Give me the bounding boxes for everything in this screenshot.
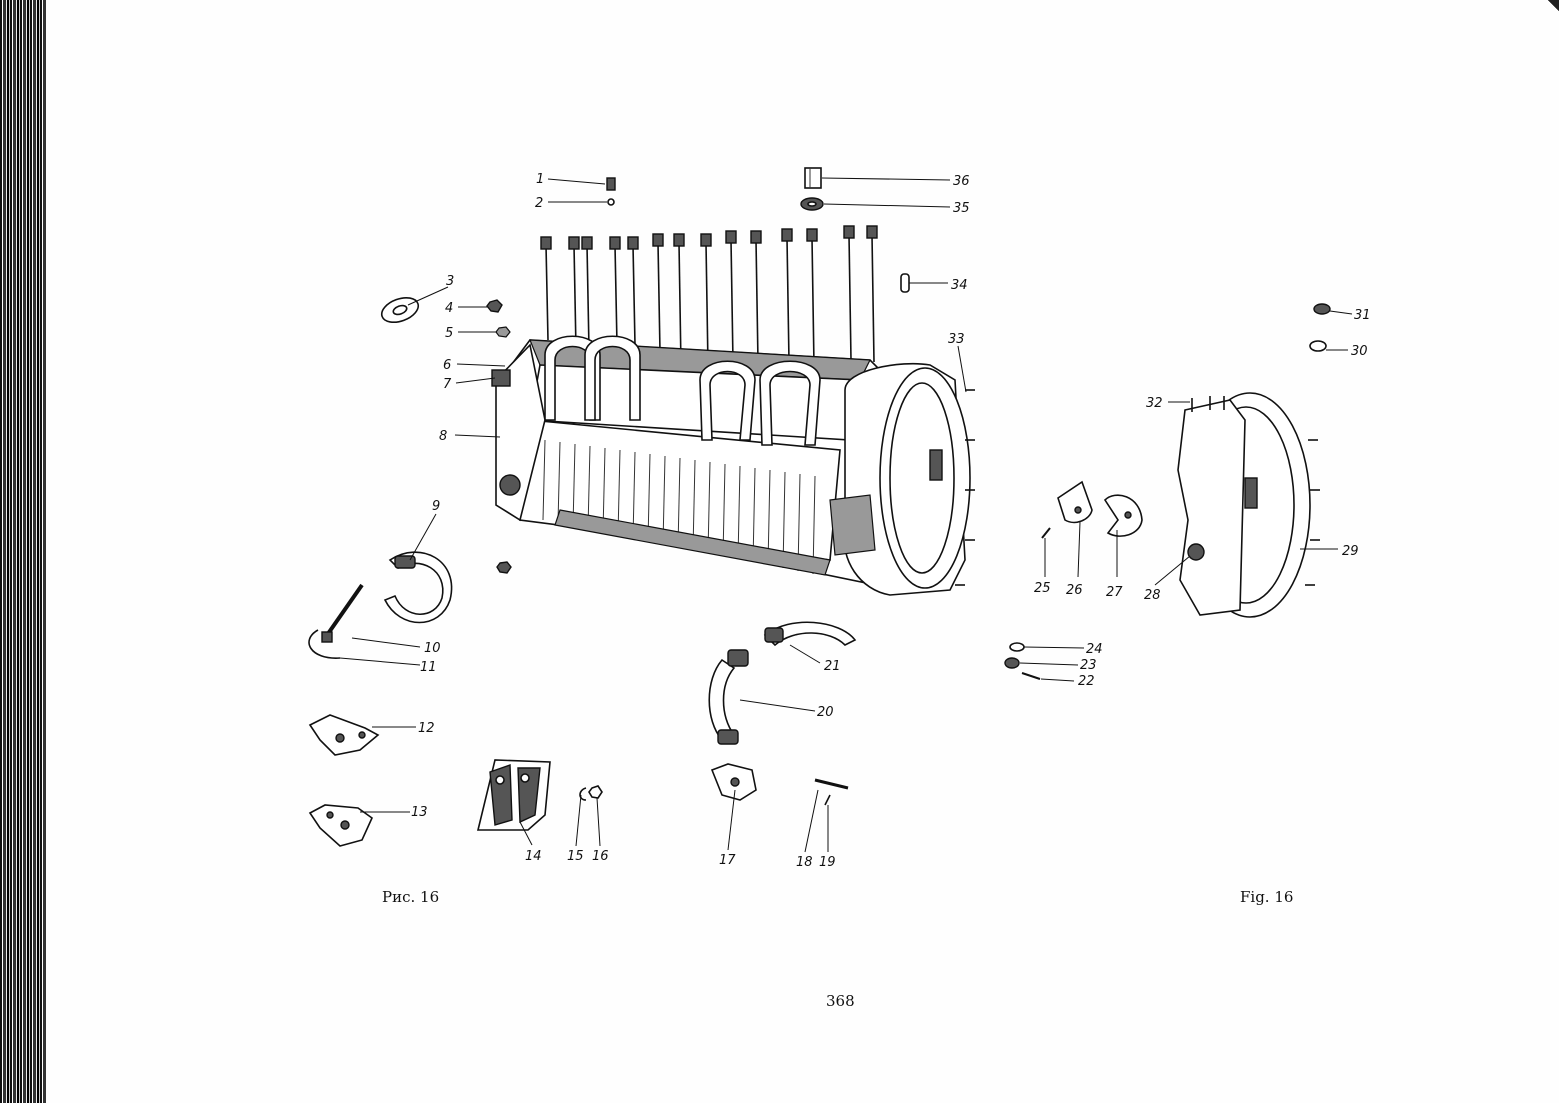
part-22-bolt xyxy=(1021,672,1041,680)
part-17-bracket xyxy=(710,763,757,801)
part-1-bolt xyxy=(606,177,616,191)
callout-23: 23 xyxy=(1080,658,1097,673)
part-5-nut xyxy=(495,326,511,338)
part-11-washer xyxy=(308,629,341,659)
callout-32: 32 xyxy=(1146,396,1163,411)
callout-16: 16 xyxy=(592,849,609,864)
part-10-bolt xyxy=(321,583,364,643)
part-24-washer xyxy=(1009,642,1025,652)
figure-caption-russian: Рис. 16 xyxy=(382,888,440,906)
part-3-gasket xyxy=(380,296,420,324)
callout-21: 21 xyxy=(824,659,841,674)
callout-6: 6 xyxy=(443,358,451,373)
leader-lines xyxy=(339,177,1353,853)
part-2-washer xyxy=(607,198,615,206)
callout-2: 2 xyxy=(535,196,543,211)
part-32-studs xyxy=(1191,396,1225,412)
callout-numbers: 1 2 3 4 5 6 7 8 9 10 11 12 13 14 15 16 1… xyxy=(411,172,1371,870)
crankcase-illustration xyxy=(491,225,975,596)
page-corner-shadow xyxy=(1545,0,1559,14)
callout-14: 14 xyxy=(525,849,542,864)
part-27-bearing-shell xyxy=(1103,494,1143,537)
part-31-nut xyxy=(1313,303,1331,315)
part-25-pin xyxy=(1041,527,1051,539)
callout-27: 27 xyxy=(1106,585,1123,600)
callout-12: 12 xyxy=(418,721,435,736)
callout-9: 9 xyxy=(432,499,440,514)
part-12-bracket xyxy=(308,714,380,756)
callout-31: 31 xyxy=(1354,308,1371,323)
part-9-strap xyxy=(383,551,453,624)
part-18-pin xyxy=(814,778,849,790)
callout-34: 34 xyxy=(951,278,968,293)
callout-4: 4 xyxy=(445,301,453,316)
callout-36: 36 xyxy=(953,174,970,189)
book-binding-edge xyxy=(0,0,46,1103)
part-15-ring xyxy=(579,787,587,801)
callout-1: 1 xyxy=(536,172,544,187)
part-23-nut xyxy=(1004,657,1020,669)
page-number: 368 xyxy=(826,992,855,1010)
part-19-split-pin xyxy=(824,794,831,806)
callout-30: 30 xyxy=(1351,344,1368,359)
callout-28: 28 xyxy=(1144,588,1161,603)
callout-25: 25 xyxy=(1034,581,1051,596)
callout-33: 33 xyxy=(948,332,965,347)
callout-10: 10 xyxy=(424,641,441,656)
callout-35: 35 xyxy=(953,201,970,216)
part-14-support xyxy=(476,759,551,831)
callout-13: 13 xyxy=(411,805,428,820)
figure-caption-english: Fig. 16 xyxy=(1240,888,1294,906)
callout-20: 20 xyxy=(817,705,834,720)
rear-housing xyxy=(829,362,975,596)
callout-17: 17 xyxy=(719,853,736,868)
part-20-strap xyxy=(708,649,749,745)
callout-22: 22 xyxy=(1078,674,1095,689)
part-13-bracket xyxy=(308,804,374,847)
callout-8: 8 xyxy=(439,429,447,444)
callout-3: 3 xyxy=(446,274,454,289)
part-36-nut xyxy=(804,167,822,189)
part-21-strap xyxy=(763,621,857,647)
callout-7: 7 xyxy=(443,377,452,392)
part-26-bearing-shell xyxy=(1057,480,1093,524)
callout-29: 29 xyxy=(1342,544,1359,559)
part-34-pin xyxy=(900,273,910,293)
callout-11: 11 xyxy=(420,660,437,675)
stud-bolts xyxy=(540,225,878,367)
callout-18: 18 xyxy=(796,855,813,870)
callout-19: 19 xyxy=(819,855,836,870)
callout-5: 5 xyxy=(445,326,453,341)
part-30-wing-nut xyxy=(1309,340,1327,352)
callout-24: 24 xyxy=(1086,642,1103,657)
part-16-nut xyxy=(588,785,603,799)
part-35-washer xyxy=(800,197,824,211)
callout-26: 26 xyxy=(1066,583,1083,598)
part-4-nut xyxy=(486,299,503,313)
part-loose-nut xyxy=(496,561,512,574)
part-28-housing-flange xyxy=(1177,399,1246,616)
callout-15: 15 xyxy=(567,849,584,864)
